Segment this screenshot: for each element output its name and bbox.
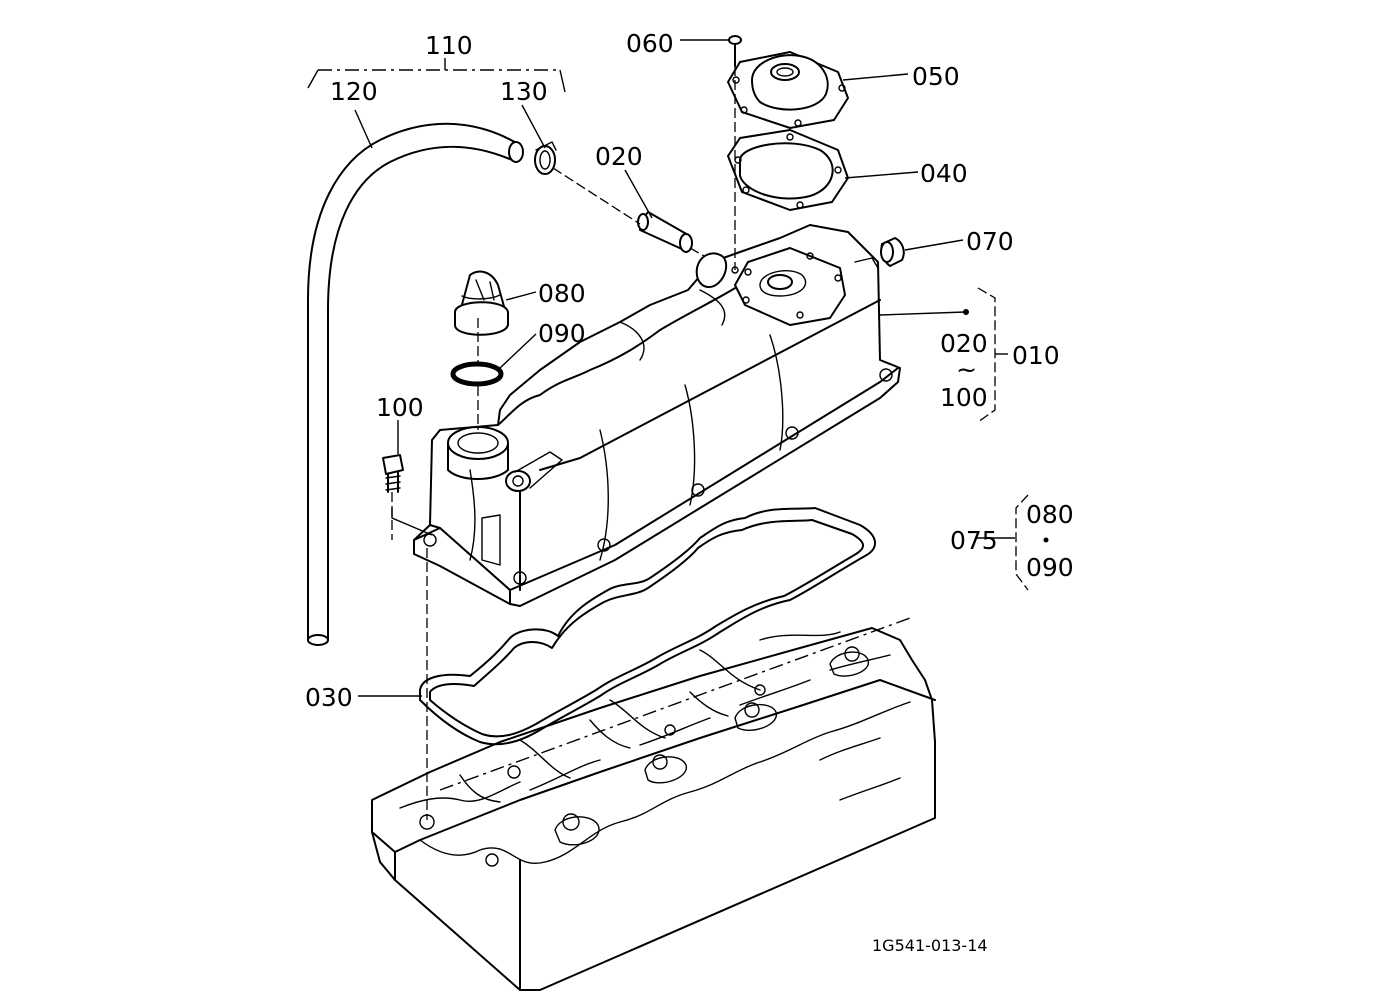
- o-ring: [450, 361, 504, 387]
- label-070: 070: [966, 227, 1014, 256]
- label-020: 020: [595, 142, 643, 171]
- breather-cover: [727, 51, 849, 129]
- label-kit-080: 080: [1026, 500, 1074, 529]
- label-range-tilde: ~: [956, 355, 977, 384]
- screw: [728, 35, 742, 67]
- label-075: 075: [950, 526, 998, 555]
- label-010: 010: [1012, 341, 1060, 370]
- hose-clamp: [534, 141, 557, 175]
- bolt: [382, 454, 404, 493]
- label-range-end: 100: [940, 383, 988, 412]
- part-labels: 110 120 130 020 060 050 040 070 080 090 …: [305, 29, 1074, 955]
- cylinder-head-cover: [413, 224, 901, 607]
- label-030: 030: [305, 683, 353, 712]
- label-110: 110: [425, 31, 473, 60]
- breather-hose: [307, 122, 524, 646]
- label-130: 130: [500, 77, 548, 106]
- label-040: 040: [920, 159, 968, 188]
- oil-filler-cap: [454, 270, 509, 336]
- cylinder-head: [371, 617, 936, 991]
- rubber-cap: [880, 237, 905, 267]
- cover-gasket: [727, 129, 849, 211]
- breather-pipe: [637, 211, 693, 253]
- label-090: 090: [538, 319, 586, 348]
- label-range-start: 020: [940, 329, 988, 358]
- label-100: 100: [376, 393, 424, 422]
- leader-lines: [307, 39, 1015, 697]
- label-050: 050: [912, 62, 960, 91]
- head-cover-gasket: [419, 507, 876, 746]
- drawing-code: 1G541-013-14: [872, 936, 988, 955]
- brackets: [977, 287, 1029, 591]
- label-kit-090: 090: [1026, 553, 1074, 582]
- label-120: 120: [330, 77, 378, 106]
- label-080: 080: [538, 279, 586, 308]
- label-060: 060: [626, 29, 674, 58]
- kit-separator-dot: [1043, 537, 1049, 543]
- assembly-center-lines: [391, 66, 736, 820]
